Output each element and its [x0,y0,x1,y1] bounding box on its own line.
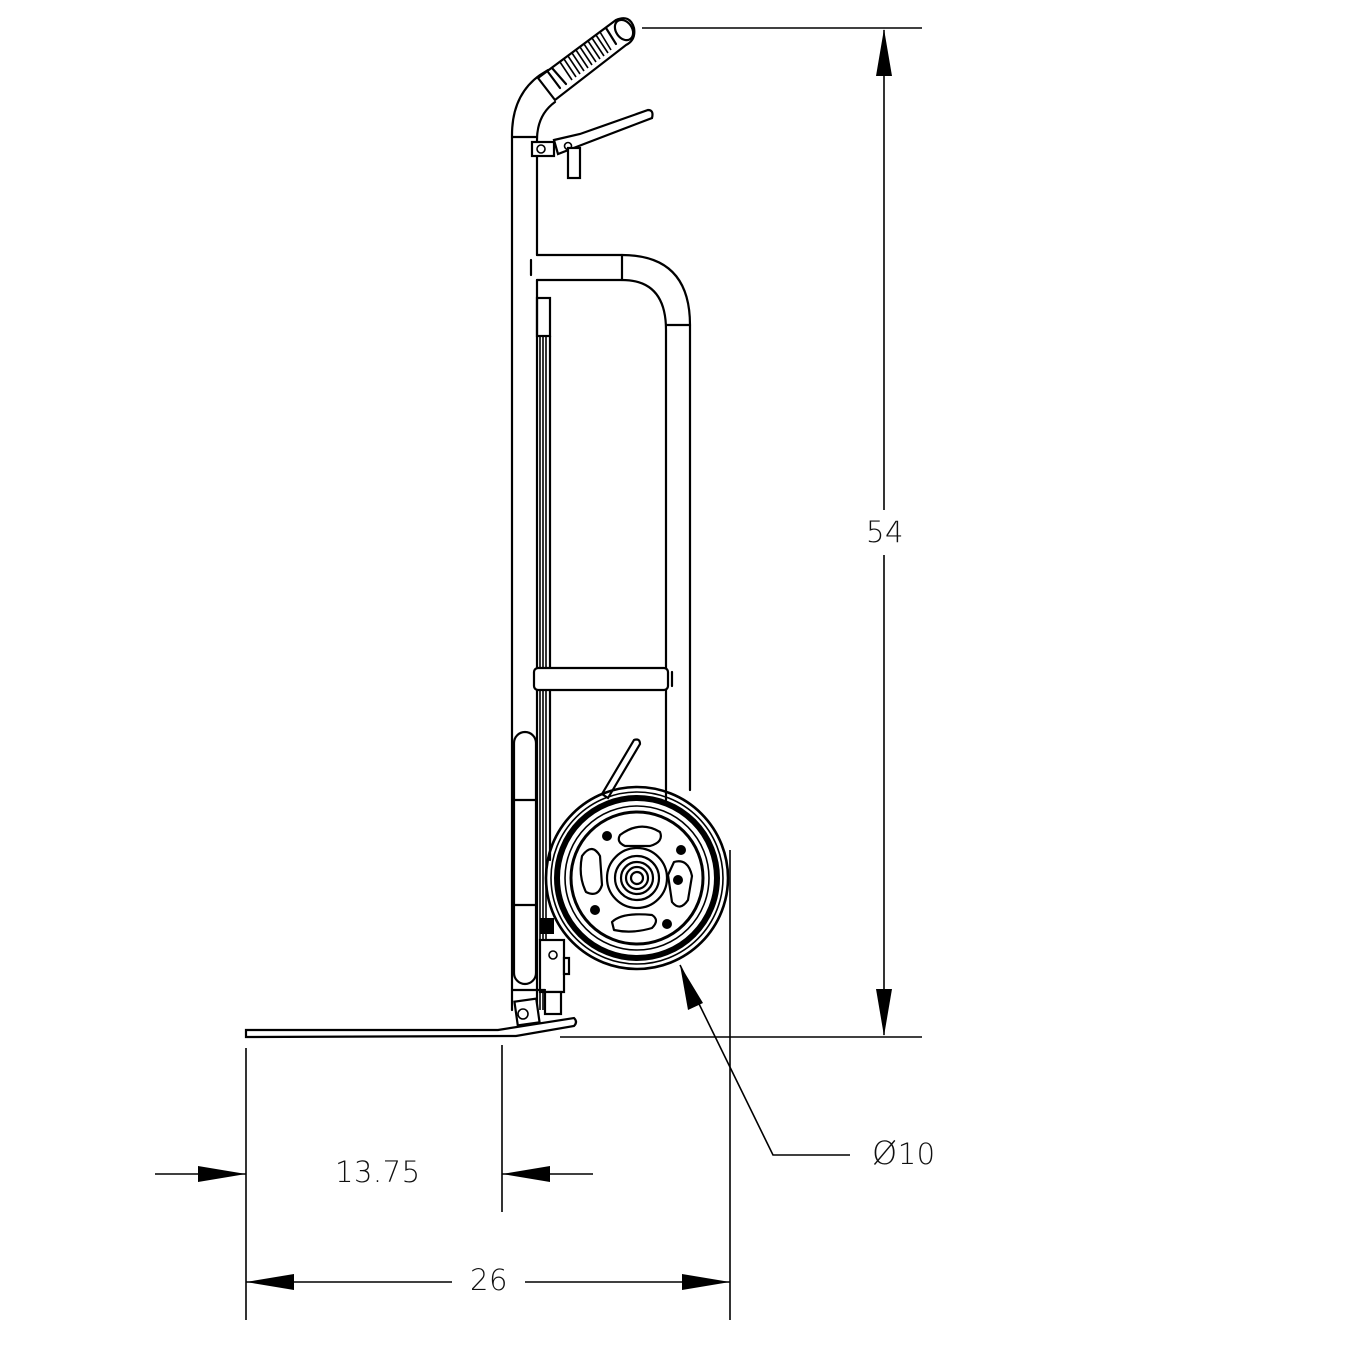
diameter-symbol-icon: Ø [872,1134,898,1172]
dimension-height-label: 54 [866,515,904,549]
wheel [544,785,730,971]
rear-loop-frame [529,253,692,802]
dimension-nose-plate-label: 13.75 [335,1155,421,1189]
brake-lever [530,108,654,180]
handle-grip [536,17,636,102]
rail-strap [512,730,538,986]
stair-glide [600,738,642,800]
dimension-wheel-diameter-label: Ø10 [872,1137,936,1169]
wheel-diameter-value: 10 [897,1137,936,1171]
dimension-overall-depth-label: 26 [470,1263,508,1297]
hand-truck-frame [244,17,692,1039]
nose-plate [244,1016,578,1039]
dimension-lines [155,27,922,1320]
axle-bracket [510,918,571,1027]
cross-brace [532,666,670,692]
